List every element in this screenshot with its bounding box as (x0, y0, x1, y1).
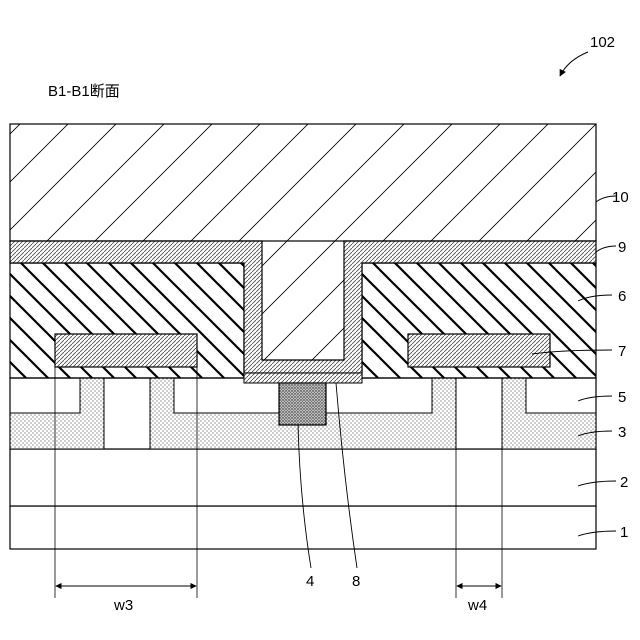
label-4: 4 (306, 573, 314, 590)
layer-2 (10, 449, 596, 506)
element-7-left (55, 334, 197, 367)
dimension-w3: w3 (113, 597, 133, 614)
dimension-w4: w4 (467, 597, 487, 614)
label-9: 9 (618, 239, 626, 256)
layer-10-trench (262, 241, 344, 360)
label-3: 3 (618, 424, 626, 441)
label-8: 8 (352, 573, 360, 590)
label-6: 6 (618, 288, 626, 305)
figure-number-arrow (560, 52, 588, 76)
label-10: 10 (612, 189, 629, 206)
label-5: 5 (618, 389, 626, 406)
label-7: 7 (618, 343, 626, 360)
label-1: 1 (620, 524, 628, 541)
section-title: B1-B1断面 (48, 83, 120, 100)
leader-9 (596, 246, 616, 252)
layer-10 (10, 124, 596, 241)
element-7-right (408, 334, 550, 367)
label-2: 2 (620, 474, 628, 491)
layer-1 (10, 506, 596, 549)
element-8 (244, 373, 362, 383)
element-4 (279, 383, 326, 425)
figure-number: 102 (590, 34, 615, 51)
